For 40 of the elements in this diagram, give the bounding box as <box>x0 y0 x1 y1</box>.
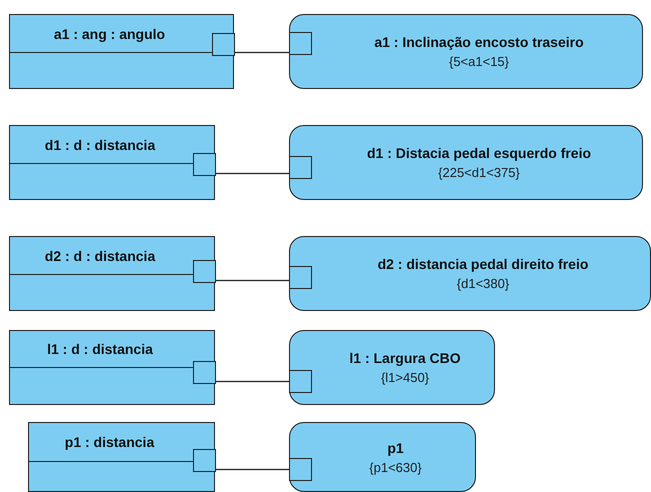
constraint-box <box>289 422 476 492</box>
connector-line <box>216 172 290 174</box>
port-square <box>193 260 216 283</box>
constraint-expression: {p1<630} <box>369 460 422 474</box>
port-square <box>289 370 312 393</box>
block-title: p1 : distancia <box>64 434 156 450</box>
constraint-expression: {5<a1<15} <box>448 54 510 69</box>
constraint-box <box>289 125 643 200</box>
block-title: a1 : ang : angulo <box>52 26 166 42</box>
block-box <box>9 14 234 89</box>
constraint-box <box>289 236 651 311</box>
constraint-expression: {225<d1<375} <box>438 165 520 180</box>
constraint-box <box>289 14 643 89</box>
block-box <box>9 125 215 200</box>
connector-line <box>216 280 290 282</box>
constraint-expression: {d1<380} <box>456 276 510 291</box>
port-square <box>193 449 216 472</box>
connector-line <box>216 380 290 382</box>
constraint-box <box>289 330 495 405</box>
block-box <box>9 330 215 405</box>
port-square <box>193 361 216 384</box>
connector-line <box>216 468 290 470</box>
port-square <box>289 156 312 179</box>
constraint-expression: {l1>450} <box>380 370 430 385</box>
constraint-title: a1 : Inclinação encosto traseiro <box>374 34 584 50</box>
port-square <box>193 153 216 176</box>
port-square <box>289 458 312 481</box>
block-box <box>9 236 215 311</box>
connector-line <box>234 52 290 54</box>
block-box <box>28 422 215 492</box>
port-square <box>212 33 235 56</box>
port-square <box>289 266 312 289</box>
block-title: d2 : d : distancia <box>44 248 156 264</box>
block-title: d1 : d : distancia <box>44 136 156 152</box>
constraint-title: l1 : Largura CBO <box>349 350 461 366</box>
block-title: l1 : d : distancia <box>46 341 154 357</box>
constraint-title: p1 <box>387 440 404 456</box>
constraint-title: d2 : distancia pedal direito freio <box>378 256 588 272</box>
constraint-title: d1 : Distacia pedal esquerdo freio <box>366 145 592 161</box>
port-square <box>289 32 312 55</box>
